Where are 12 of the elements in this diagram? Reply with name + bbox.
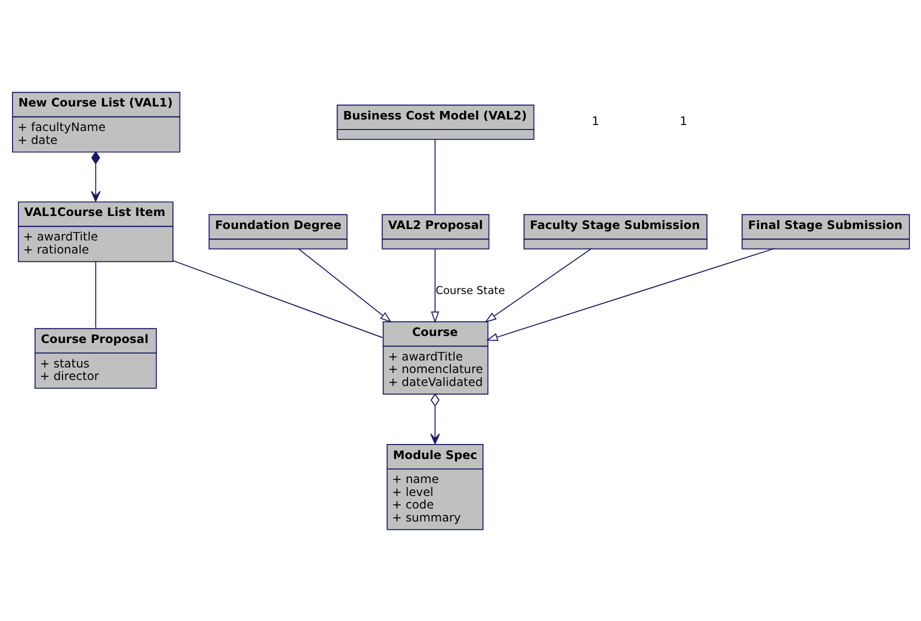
label: 1 bbox=[680, 114, 688, 128]
arrow bbox=[430, 248, 440, 324]
label: 1 bbox=[592, 114, 600, 128]
connector bbox=[172, 260, 383, 338]
connector bbox=[95, 260, 96, 328]
arrow bbox=[298, 248, 392, 323]
arrow bbox=[484, 248, 592, 323]
arrow bbox=[90, 150, 101, 202]
edge-label: Course State bbox=[436, 284, 505, 298]
arrow bbox=[486, 248, 776, 341]
arrow bbox=[430, 393, 440, 444]
connector bbox=[434, 138, 436, 215]
